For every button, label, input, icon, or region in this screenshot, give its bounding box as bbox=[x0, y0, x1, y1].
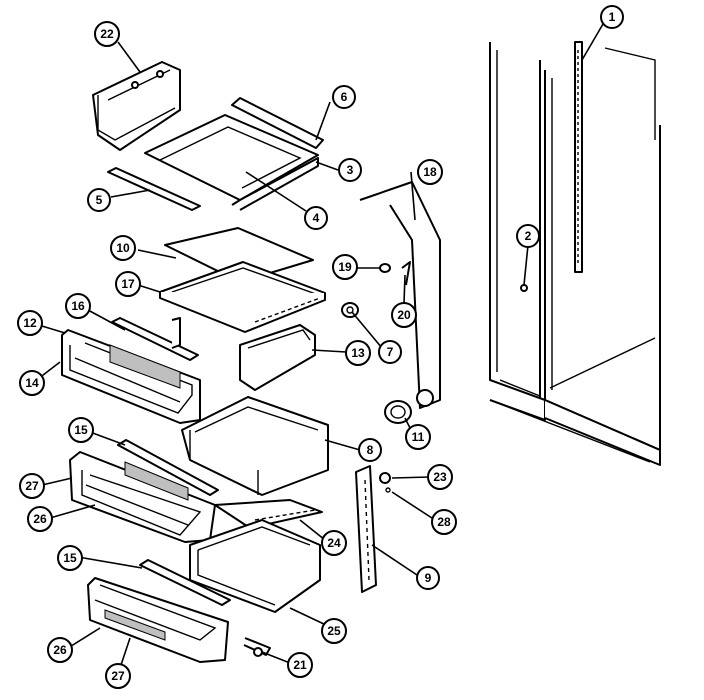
callout-17: 17 bbox=[115, 271, 141, 297]
crisper-pan-part-8 bbox=[181, 396, 329, 496]
svg-text:13: 13 bbox=[351, 346, 365, 360]
svg-text:12: 12 bbox=[23, 316, 37, 330]
screw-part-2 bbox=[520, 284, 528, 292]
callout-11: 11 bbox=[405, 424, 431, 450]
svg-text:15: 15 bbox=[74, 423, 88, 437]
svg-text:21: 21 bbox=[293, 658, 307, 672]
screw-part-28 bbox=[385, 487, 391, 493]
callout-18: 18 bbox=[417, 159, 443, 185]
svg-text:11: 11 bbox=[412, 430, 425, 444]
svg-text:3: 3 bbox=[347, 163, 354, 177]
crisper-cover-frame-part-17 bbox=[159, 261, 326, 333]
callout-10: 10 bbox=[110, 235, 136, 261]
crisper-rail-lower-part-15 bbox=[139, 559, 231, 606]
callout-20: 20 bbox=[391, 302, 417, 328]
cabinet-liner bbox=[489, 42, 661, 466]
svg-text:25: 25 bbox=[327, 624, 341, 638]
callout-19: 19 bbox=[332, 254, 358, 280]
glass-panel-part-10 bbox=[164, 227, 314, 283]
svg-text:26: 26 bbox=[33, 512, 47, 526]
svg-text:22: 22 bbox=[100, 27, 114, 41]
clip-part-23 bbox=[379, 472, 391, 484]
svg-text:19: 19 bbox=[338, 260, 352, 274]
svg-text:10: 10 bbox=[116, 241, 130, 255]
callout-4: 4 bbox=[304, 206, 328, 230]
svg-text:5: 5 bbox=[96, 193, 103, 207]
svg-text:18: 18 bbox=[423, 165, 437, 179]
callout-6: 6 bbox=[332, 85, 356, 109]
crisper-rail-part-15 bbox=[117, 439, 219, 496]
callout-22: 22 bbox=[94, 21, 120, 47]
vertical-rail-part-9 bbox=[355, 465, 377, 593]
clip-part-20 bbox=[401, 261, 411, 286]
shelf-ladder-part-1 bbox=[574, 41, 583, 273]
callout-2: 2 bbox=[516, 224, 540, 248]
crisper-pan-part-13 bbox=[171, 317, 316, 391]
svg-text:9: 9 bbox=[425, 571, 432, 585]
glass-shelf-part-4 bbox=[144, 114, 319, 211]
callout-27-top: 27 bbox=[19, 473, 45, 499]
callout-12: 12 bbox=[17, 310, 43, 336]
callout-26-bottom: 26 bbox=[47, 637, 73, 663]
svg-text:16: 16 bbox=[71, 299, 85, 313]
svg-text:17: 17 bbox=[121, 277, 135, 291]
callout-23: 23 bbox=[427, 464, 453, 490]
callout-26-top: 26 bbox=[27, 506, 53, 532]
callout-3: 3 bbox=[338, 158, 362, 182]
crisper-rail-part-16 bbox=[111, 317, 199, 361]
top-shelf-bracket-part-22 bbox=[92, 61, 181, 151]
svg-text:4: 4 bbox=[313, 211, 320, 225]
svg-text:6: 6 bbox=[341, 90, 348, 104]
slide-rail-part-24 bbox=[214, 499, 323, 529]
shelf-rail-part-5 bbox=[107, 167, 201, 211]
pin-part-21 bbox=[243, 637, 271, 657]
shelf-trim-part-6 bbox=[231, 97, 324, 149]
callout-1: 1 bbox=[600, 5, 624, 29]
roller-part-11 bbox=[384, 400, 412, 424]
callout-25: 25 bbox=[321, 618, 347, 644]
support-bracket-part-18 bbox=[359, 181, 441, 409]
svg-text:27: 27 bbox=[25, 479, 39, 493]
bushing-part-7 bbox=[341, 302, 359, 318]
drawer-front-lower-part-26 bbox=[87, 577, 229, 663]
callout-24: 24 bbox=[321, 530, 347, 556]
svg-text:1: 1 bbox=[609, 10, 616, 24]
svg-text:7: 7 bbox=[387, 345, 394, 359]
callout-28: 28 bbox=[431, 509, 457, 535]
svg-text:28: 28 bbox=[437, 515, 451, 529]
callout-16: 16 bbox=[65, 293, 91, 319]
svg-text:8: 8 bbox=[367, 443, 374, 457]
svg-text:23: 23 bbox=[433, 470, 447, 484]
callout-8: 8 bbox=[358, 438, 382, 462]
svg-text:26: 26 bbox=[53, 643, 67, 657]
callout-13: 13 bbox=[345, 340, 371, 366]
svg-text:24: 24 bbox=[327, 536, 341, 550]
callout-27-bottom: 27 bbox=[105, 663, 131, 689]
callout-15-top: 15 bbox=[68, 417, 94, 443]
svg-text:14: 14 bbox=[25, 376, 39, 390]
callout-15-bottom: 15 bbox=[57, 545, 83, 571]
callout-5: 5 bbox=[87, 188, 111, 212]
fastener-part-19 bbox=[379, 263, 391, 273]
callout-7: 7 bbox=[378, 340, 402, 364]
crisper-front-part-12 bbox=[61, 329, 201, 424]
svg-text:2: 2 bbox=[525, 229, 532, 243]
svg-text:15: 15 bbox=[63, 551, 77, 565]
callout-21: 21 bbox=[287, 652, 313, 678]
svg-text:20: 20 bbox=[397, 308, 411, 322]
callout-14: 14 bbox=[19, 370, 45, 396]
callout-9: 9 bbox=[416, 566, 440, 590]
drawer-front-part-26 bbox=[69, 451, 216, 543]
svg-text:27: 27 bbox=[111, 669, 125, 683]
